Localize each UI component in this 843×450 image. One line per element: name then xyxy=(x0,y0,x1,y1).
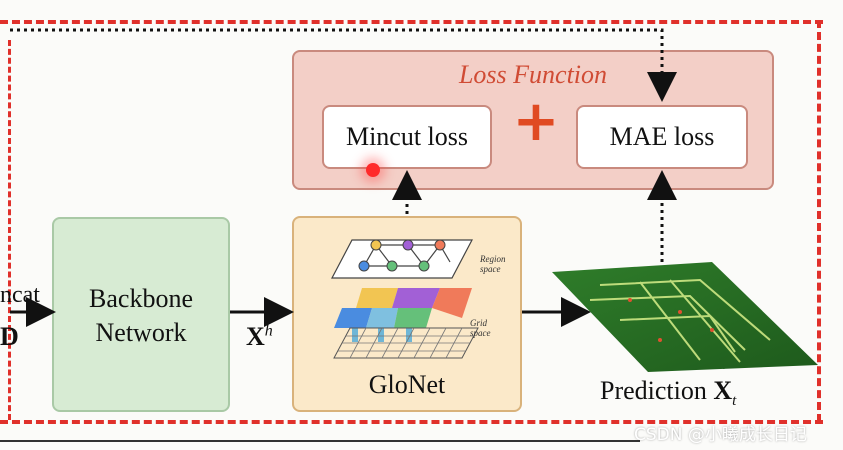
backbone-label-line2: Network xyxy=(95,318,187,347)
prediction-text: Prediction xyxy=(600,376,707,405)
glonet-label: GloNet xyxy=(368,370,446,399)
glonet-illustration: Region space Grid space xyxy=(331,239,506,359)
plus-icon: + xyxy=(512,89,560,154)
input-symbol-cropped: D xyxy=(0,322,19,351)
bottom-rule xyxy=(0,440,640,442)
backbone-label-line1: Backbone xyxy=(89,284,193,313)
mae-loss-box: MAE loss xyxy=(576,105,748,169)
dashed-border-top xyxy=(0,20,823,24)
dashed-border-left xyxy=(8,40,11,420)
feedback-dotted-arrow xyxy=(10,28,677,102)
feature-symbol-sup: h xyxy=(264,322,273,340)
region-space-label: Region xyxy=(479,254,506,264)
prediction-symbol-base: X xyxy=(713,376,733,405)
prediction-symbol-sub: t xyxy=(732,393,737,410)
cursor-highlight xyxy=(366,163,380,177)
watermark: CSDN @小曦成长日记 xyxy=(634,425,807,445)
svg-text:Grid: Grid xyxy=(470,318,488,328)
svg-text:space: space xyxy=(470,328,491,338)
backbone-network-label: Backbone Network xyxy=(52,282,230,350)
prediction-heatmap xyxy=(552,262,818,372)
svg-text:space: space xyxy=(480,264,501,274)
dashed-border-bottom xyxy=(0,420,823,424)
loss-function-title: Loss Function xyxy=(458,60,608,89)
backbone-network-box xyxy=(52,217,230,412)
feature-symbol: Xh xyxy=(246,322,273,352)
dashed-border-right xyxy=(817,20,821,422)
feature-symbol-base: X xyxy=(246,322,265,351)
mincut-loss-box: Mincut loss xyxy=(322,105,492,169)
